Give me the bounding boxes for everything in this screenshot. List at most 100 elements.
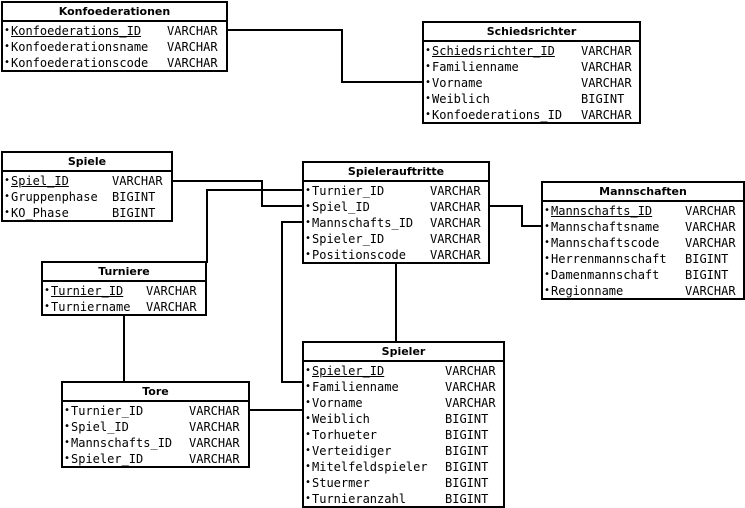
- attribute-type: VARCHAR: [146, 300, 197, 314]
- attribute-name: Konfoederations_ID: [432, 108, 563, 122]
- attribute-type: VARCHAR: [189, 420, 240, 434]
- bullet-icon: •: [4, 25, 11, 36]
- attribute-name: Turnier_ID: [51, 284, 124, 298]
- attribute-name: Mannschaftsname: [551, 220, 660, 234]
- bullet-icon: •: [305, 493, 312, 504]
- attribute-type: VARCHAR: [685, 236, 736, 250]
- attribute-type: VARCHAR: [685, 220, 736, 234]
- bullet-icon: •: [425, 109, 432, 120]
- entity-title: Spieler: [304, 343, 503, 362]
- relationship-turniere-spielerauftritte: [206, 189, 303, 263]
- bullet-icon: •: [305, 381, 312, 392]
- relationship-konfoederationen-schiedsrichter: [228, 29, 423, 83]
- attribute-name: Spieler_ID: [312, 364, 385, 378]
- attribute-name: Turnieranzahl: [312, 492, 406, 506]
- attribute-type: VARCHAR: [581, 44, 632, 58]
- relationship-spieler-spielerauftritte-id: [281, 221, 303, 383]
- attribute-name: Turnier_ID: [312, 184, 385, 198]
- bullet-icon: •: [64, 405, 71, 416]
- attribute-row: •Konfoederations_ID VARCHAR: [424, 107, 639, 123]
- attribute-name: Regionname: [551, 284, 624, 298]
- attribute-type: VARCHAR: [167, 40, 218, 54]
- attribute-row: •Stuermer BIGINT: [304, 475, 503, 491]
- attribute-name: Vorname: [312, 396, 363, 410]
- attribute-type: BIGINT: [445, 492, 489, 506]
- attribute-name: Spiel_ID: [11, 174, 69, 188]
- bullet-icon: •: [4, 41, 11, 52]
- bullet-icon: •: [425, 93, 432, 104]
- attribute-name: Mannschafts_ID: [312, 216, 414, 230]
- attribute-name: Familienname: [432, 60, 519, 74]
- attribute-name: Torhueter: [312, 428, 378, 442]
- attribute-type: VARCHAR: [430, 216, 481, 230]
- attribute-type: VARCHAR: [430, 232, 481, 246]
- attribute-type: VARCHAR: [189, 404, 240, 418]
- bullet-icon: •: [305, 249, 312, 260]
- attribute-name: Vorname: [432, 76, 483, 90]
- attribute-type: BIGINT: [445, 444, 489, 458]
- bullet-icon: •: [305, 201, 312, 212]
- bullet-icon: •: [64, 421, 71, 432]
- attribute-name: Mitelfeldspieler: [312, 460, 428, 474]
- attribute-type: BIGINT: [112, 206, 156, 220]
- attribute-row: •Turniername VARCHAR: [43, 299, 205, 315]
- attribute-row: •Turnieranzahl BIGINT: [304, 491, 503, 507]
- bullet-icon: •: [425, 77, 432, 88]
- bullet-icon: •: [305, 477, 312, 488]
- attribute-name: Konfoederationsname: [11, 40, 149, 54]
- attribute-name: Stuermer: [312, 476, 370, 490]
- attribute-name: Turniername: [51, 300, 131, 314]
- attribute-type: VARCHAR: [430, 184, 481, 198]
- relationship-mannschaften-spielerauftritte: [490, 205, 542, 227]
- attribute-type: VARCHAR: [685, 284, 736, 298]
- attribute-type: VARCHAR: [430, 200, 481, 214]
- attribute-name: Konfoederationscode: [11, 56, 149, 70]
- attribute-type: VARCHAR: [445, 380, 496, 394]
- bullet-icon: •: [425, 45, 432, 56]
- bullet-icon: •: [64, 453, 71, 464]
- entity-title: Spiele: [3, 153, 171, 172]
- bullet-icon: •: [305, 413, 312, 424]
- entity-title: Turniere: [43, 263, 205, 282]
- bullet-icon: •: [44, 285, 51, 296]
- bullet-icon: •: [544, 237, 551, 248]
- attribute-name: Verteidiger: [312, 444, 392, 458]
- entity-title: Tore: [63, 383, 248, 402]
- attribute-type: VARCHAR: [445, 396, 496, 410]
- attribute-type: VARCHAR: [581, 108, 632, 122]
- attribute-type: BIGINT: [445, 476, 489, 490]
- attribute-type: VARCHAR: [430, 248, 481, 262]
- bullet-icon: •: [44, 301, 51, 312]
